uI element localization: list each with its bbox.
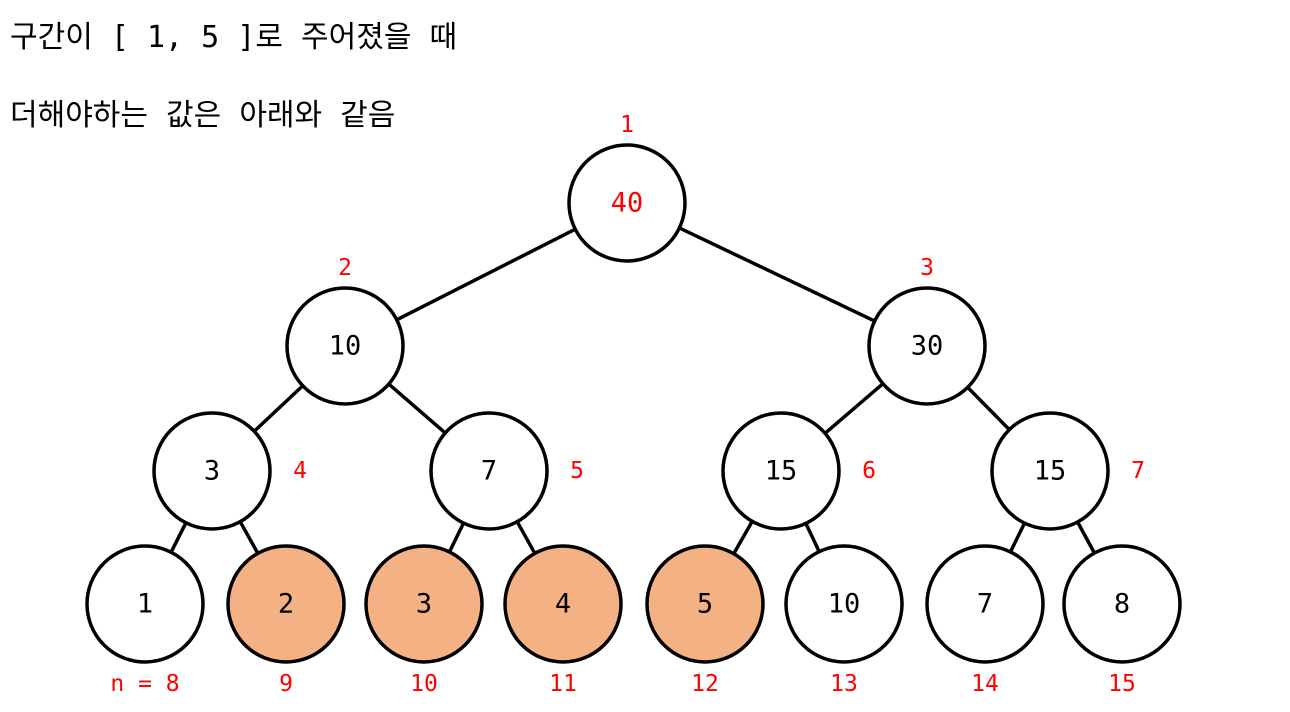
- tree-edge: [387, 382, 447, 435]
- node-index-label: 6: [862, 458, 876, 484]
- node-index-label: 3: [920, 255, 934, 281]
- node-value: 10: [828, 589, 861, 620]
- node-circle: [152, 411, 272, 531]
- tree-node: 15 7: [990, 411, 1145, 531]
- node-circle: [925, 544, 1045, 664]
- node-index-label: 1: [620, 112, 634, 138]
- node-circle: [784, 544, 904, 664]
- node-index-label: 14: [971, 671, 999, 697]
- caption-sum-text: 더해야하는 값은 아래와 같음: [10, 98, 396, 133]
- tree-node: 15 6: [721, 411, 876, 531]
- node-index-label: 9: [279, 671, 293, 697]
- tree-edge: [447, 522, 466, 553]
- node-index-label: 12: [691, 671, 719, 697]
- tree-edge: [1076, 521, 1096, 554]
- highlighted-node-circle: [645, 544, 765, 664]
- tree-node: 29: [226, 544, 346, 697]
- tree-edge: [395, 227, 577, 322]
- tree-edge: [1008, 522, 1027, 553]
- tree-edge: [678, 226, 876, 323]
- node-circle: [1062, 544, 1182, 664]
- node-value: 2: [278, 589, 294, 620]
- node-value: 7: [481, 456, 497, 487]
- tree-node: 8 15: [1062, 544, 1182, 697]
- node-value: 3: [416, 589, 432, 620]
- tree-edge: [966, 386, 1011, 431]
- node-value: 15: [1034, 456, 1067, 487]
- tree-node: 7 14: [925, 544, 1045, 697]
- tree-node: 4 11: [503, 544, 623, 697]
- node-index-label: n = 8: [110, 671, 179, 697]
- tree-edge: [732, 520, 754, 555]
- node-index-label: 7: [1131, 458, 1145, 484]
- node-value: 10: [329, 331, 362, 362]
- node-index-label: 2: [338, 255, 352, 281]
- node-value: 40: [611, 188, 644, 219]
- caption-range-text: 구간이 [ 1, 5 ]로 주어졌을 때: [10, 20, 458, 55]
- node-circle: [85, 544, 205, 664]
- tree-edges: [169, 226, 1096, 555]
- node-value: 1: [137, 589, 153, 620]
- tree-edge: [253, 384, 304, 433]
- node-value: 5: [697, 589, 713, 620]
- highlighted-node-circle: [364, 544, 484, 664]
- node-index-label: 15: [1108, 671, 1136, 697]
- node-value: 8: [1114, 589, 1130, 620]
- highlighted-node-circle: [226, 544, 346, 664]
- tree-node: 1 n = 8: [85, 544, 205, 697]
- node-index-label: 10: [410, 671, 438, 697]
- node-value: 30: [911, 331, 944, 362]
- node-circle: [429, 411, 549, 531]
- highlighted-node-circle: [503, 544, 623, 664]
- node-index-label: 11: [549, 671, 577, 697]
- tree-node: 3 10: [364, 544, 484, 697]
- node-index-label: 5: [570, 458, 584, 484]
- node-index-label: 4: [293, 458, 307, 484]
- tree-node: 10 13: [784, 544, 904, 697]
- node-value: 15: [765, 456, 798, 487]
- tree-node: 40 1: [567, 112, 687, 263]
- node-circle: [867, 286, 987, 406]
- node-value: 4: [555, 589, 571, 620]
- node-circle: [990, 411, 1110, 531]
- node-value: 3: [204, 456, 220, 487]
- tree-edge: [804, 522, 821, 553]
- node-circle: [721, 411, 841, 531]
- tree-node: 5 12: [645, 544, 765, 697]
- tree-node: 30 3: [867, 255, 987, 406]
- node-value: 7: [977, 589, 993, 620]
- tree-edge: [823, 382, 885, 435]
- node-circle: [567, 143, 687, 263]
- tree-edge: [515, 520, 537, 555]
- tree-edge: [169, 522, 188, 553]
- tree-node: 10 2: [285, 255, 405, 406]
- tree-edge: [238, 520, 260, 555]
- node-circle: [285, 286, 405, 406]
- node-index-label: 13: [830, 671, 858, 697]
